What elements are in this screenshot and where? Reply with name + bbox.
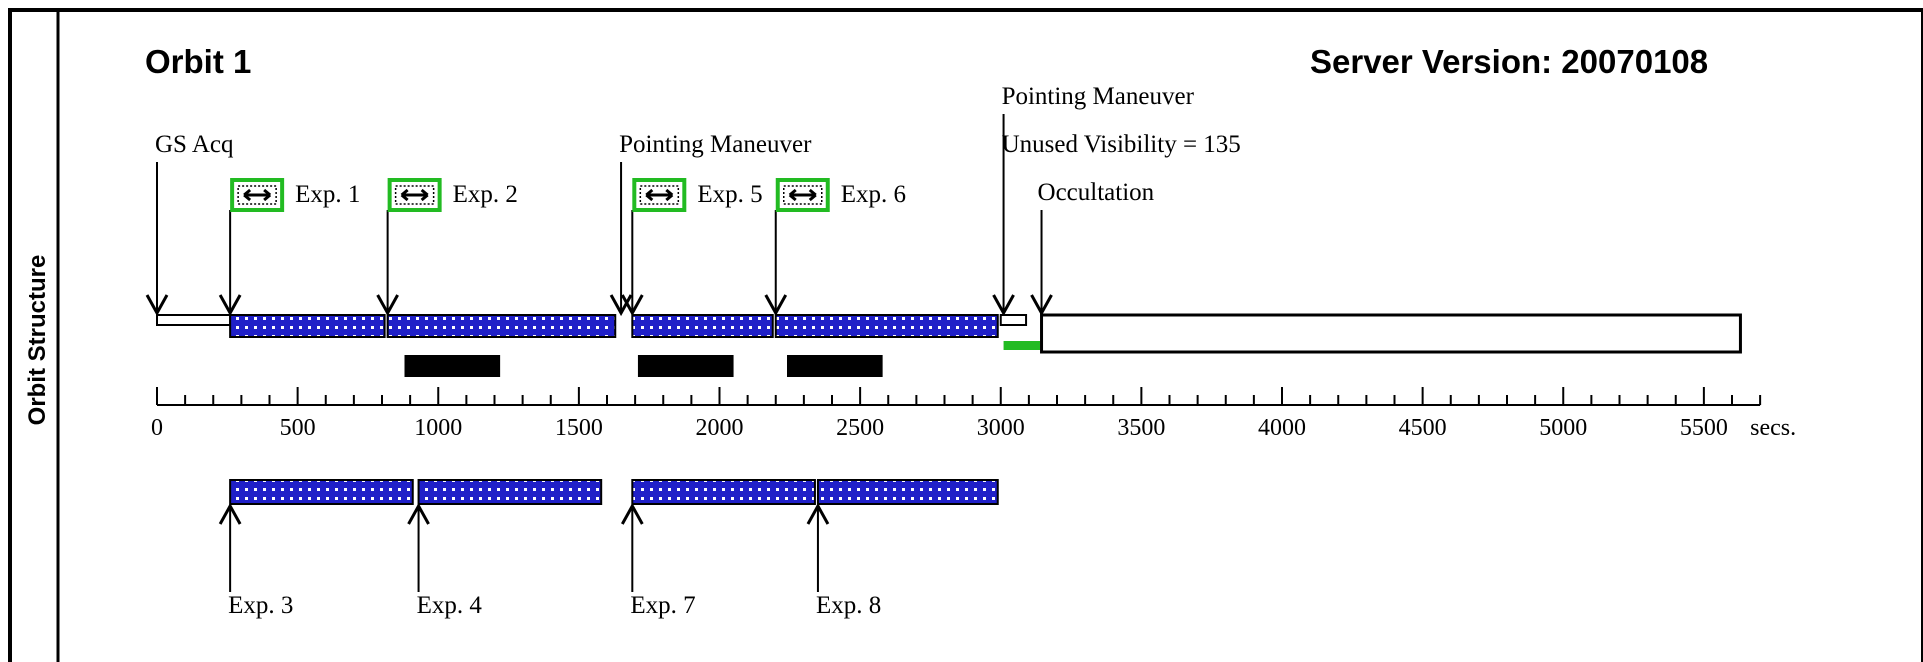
axis-unit-label: secs. — [1750, 415, 1796, 441]
exposure-arrow-icon — [621, 294, 644, 317]
axis-tick-label: 3500 — [1117, 415, 1165, 441]
event-label: Occultation — [1038, 179, 1155, 206]
timeline: Exp. 1 Exp. 2 Exp. 5 Exp. 6 GS Acq Pointing M… — [145, 83, 1796, 619]
axis-tick-label: 3000 — [977, 415, 1025, 441]
axis-tick-label: 1500 — [555, 415, 603, 441]
axis-tick-label: 5500 — [1680, 415, 1728, 441]
side-title: Orbit Structure — [24, 255, 51, 426]
unused-visibility-bar — [1003, 341, 1041, 350]
exposure-label: Exp. 1 — [295, 181, 360, 208]
outer-frame — [8, 8, 1923, 662]
lower-exposure-bar — [417, 479, 603, 505]
lower-exposure-bar — [816, 479, 999, 505]
axis-tick-label: 1000 — [414, 415, 462, 441]
axis-tick-label: 4500 — [1399, 415, 1447, 441]
event-label: Unused Visibility = 135 — [1002, 131, 1241, 158]
axis-tick-label: 0 — [151, 415, 163, 441]
axis-tick-label: 2000 — [696, 415, 744, 441]
event-arrow-icon — [1030, 294, 1053, 317]
exposure-arrow-icon — [218, 294, 242, 317]
black-bar — [637, 355, 734, 377]
exposure-arrow-icon — [764, 294, 788, 317]
exposure-label: Exp. 8 — [816, 592, 881, 619]
event-label: GS Acq — [155, 131, 234, 158]
double-arrow-icon — [400, 188, 429, 202]
event-arrow-icon — [609, 294, 633, 317]
occultation-box — [1040, 313, 1742, 354]
orbit-title: Orbit 1 — [145, 43, 251, 80]
exposure-label: Exp. 7 — [630, 592, 695, 619]
buffer-box-0 — [156, 314, 232, 326]
exposure-arrow-icon — [218, 502, 242, 525]
double-arrow-icon — [243, 188, 272, 202]
axis-tick-label: 4000 — [1258, 415, 1306, 441]
axis-tick-label: 500 — [280, 415, 316, 441]
event-label: Pointing Maneuver — [1002, 83, 1195, 110]
upper-exposure-bar — [229, 314, 386, 338]
event-label: Pointing Maneuver — [619, 131, 812, 158]
upper-exposure-bar — [631, 314, 774, 338]
axis-tick-label: 5000 — [1539, 415, 1587, 441]
event-arrow-icon — [992, 294, 1015, 317]
exposure-label: Exp. 3 — [228, 592, 293, 619]
axis-tick-label: 2500 — [836, 415, 884, 441]
upper-exposure-bar — [774, 314, 999, 338]
lower-exposure-bar — [631, 479, 816, 505]
exposure-label: Exp. 5 — [697, 181, 762, 208]
upper-exposure-bar — [386, 314, 617, 338]
black-bar — [404, 355, 501, 377]
black-bar — [787, 355, 883, 377]
lower-exposure-bar — [229, 479, 414, 505]
exposure-arrow-icon — [376, 294, 399, 317]
exposure-label: Exp. 2 — [453, 181, 518, 208]
exposure-arrow-icon — [806, 502, 830, 525]
server-version: Server Version: 20070108 — [1310, 43, 1708, 80]
double-arrow-icon — [645, 188, 674, 202]
exposure-label: Exp. 4 — [417, 592, 483, 619]
exposure-arrow-icon — [407, 502, 430, 525]
buffer-box-1 — [999, 314, 1028, 326]
exposure-label: Exp. 6 — [841, 181, 906, 208]
double-arrow-icon — [788, 188, 817, 202]
event-arrow-icon — [145, 294, 169, 317]
exposure-arrow-icon — [621, 502, 644, 525]
